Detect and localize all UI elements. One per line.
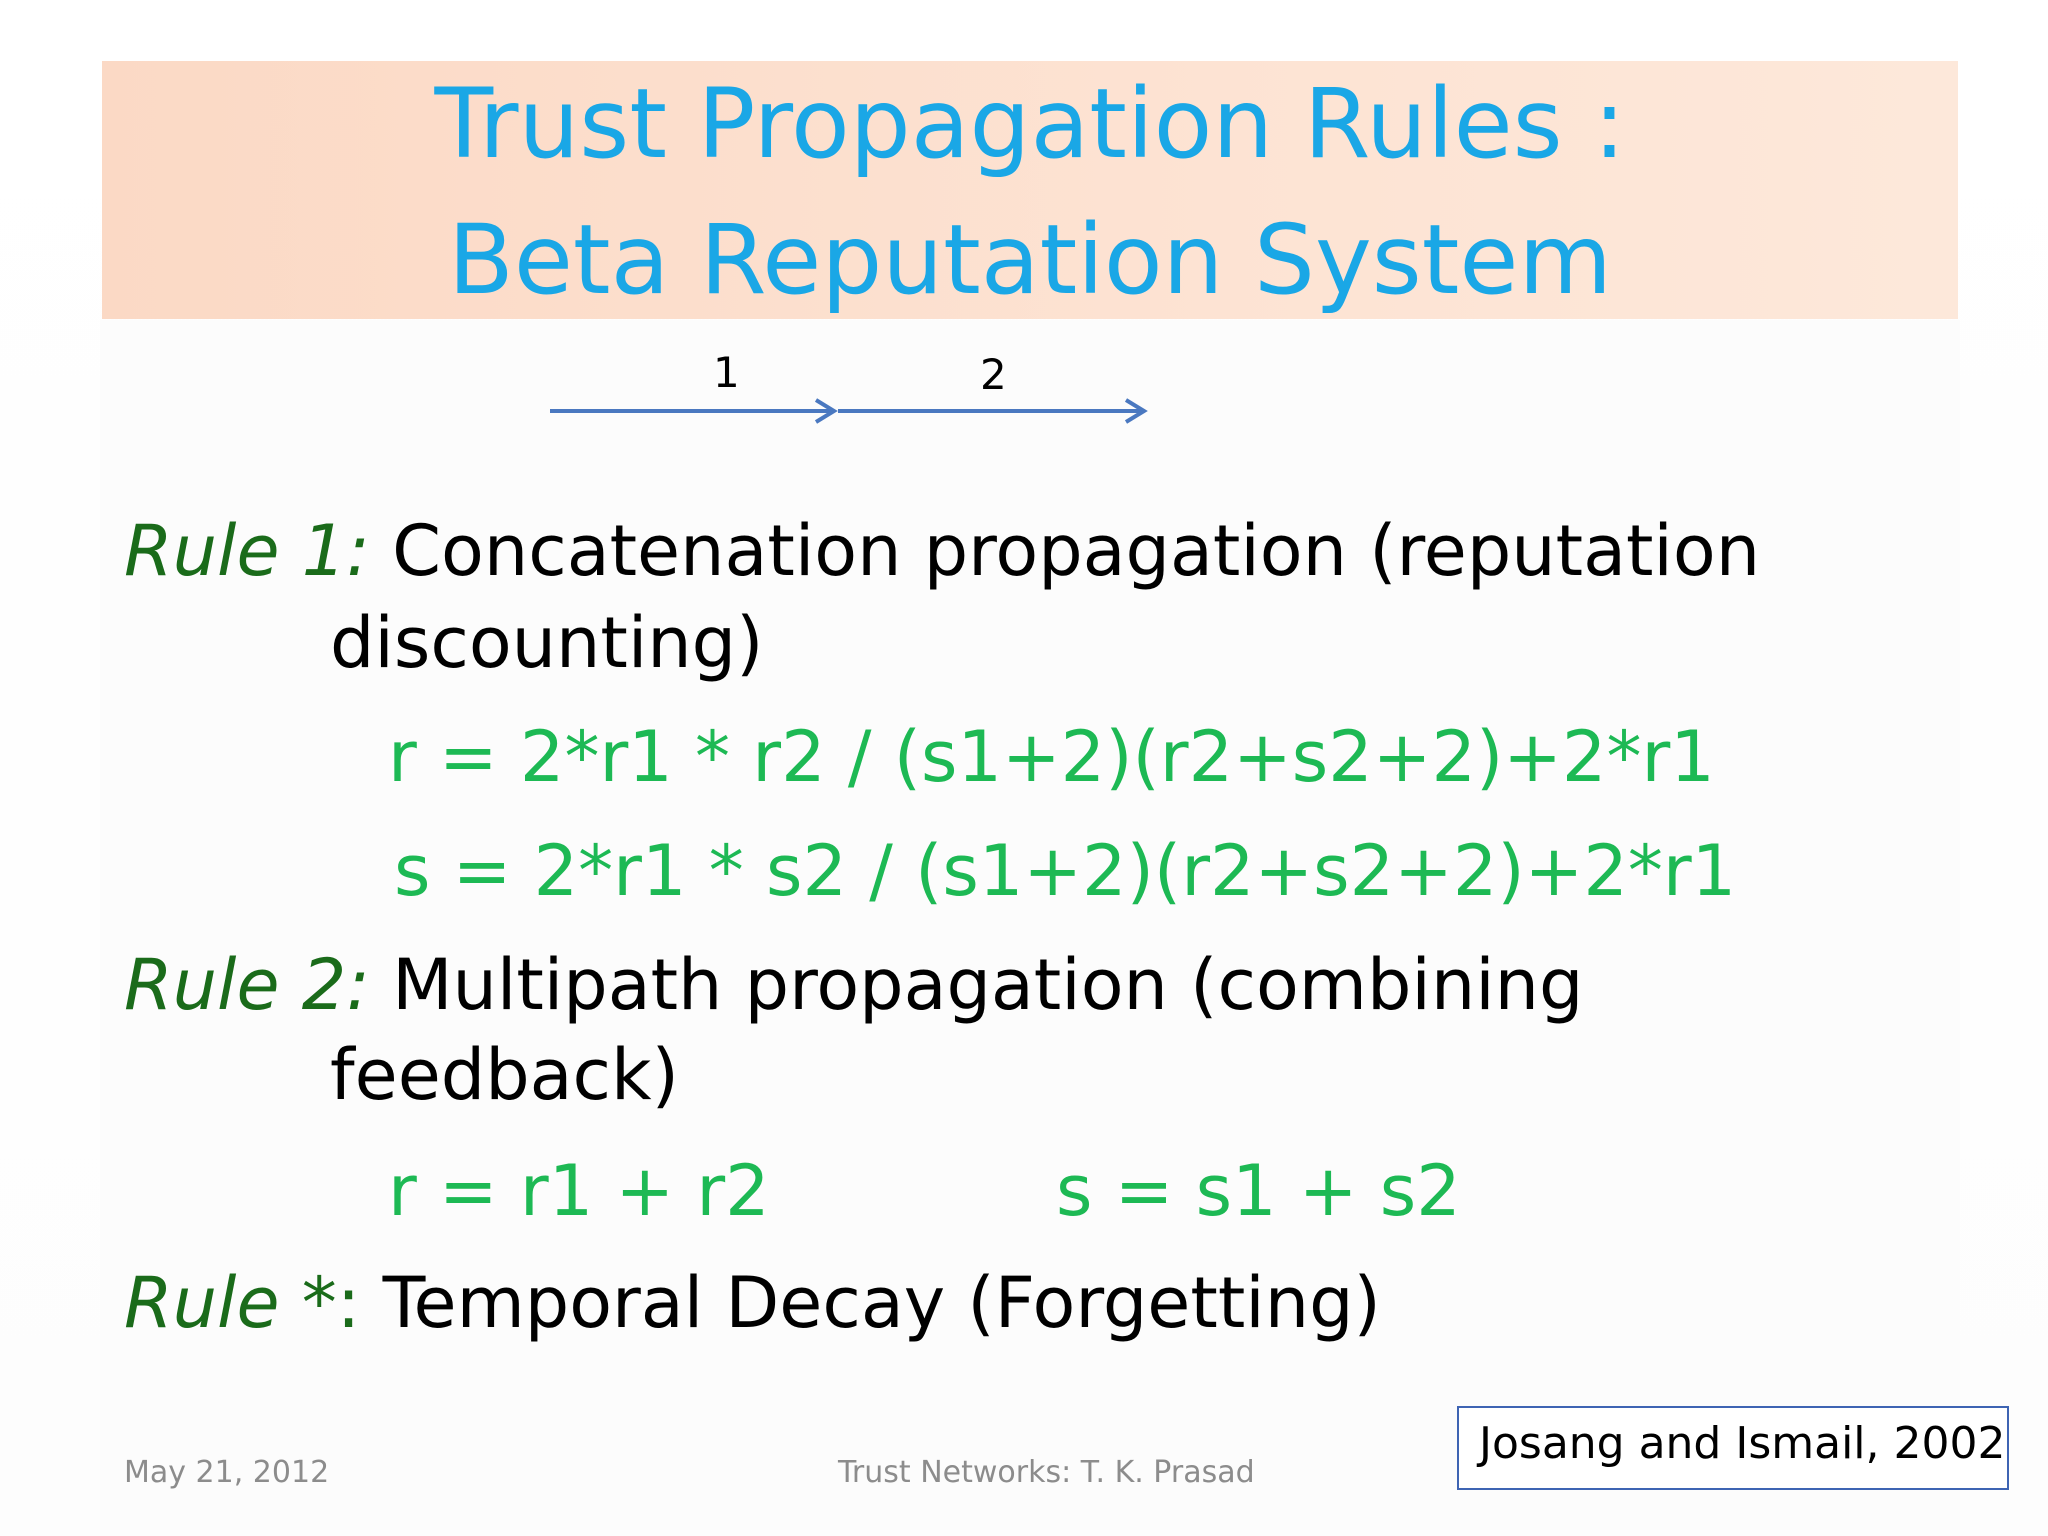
rule-1-heading: Rule 1: Concatenation propagation (reput… xyxy=(124,516,1760,586)
footer-date: May 21, 2012 xyxy=(124,1455,330,1490)
slide-title-line-1: Trust Propagation Rules : xyxy=(434,68,1626,180)
rule-2-continuation: feedback) xyxy=(330,1034,679,1116)
propagation-diagram: 1 2 xyxy=(540,340,1160,440)
citation-box: Josang and Ismail, 2002 xyxy=(1457,1406,2009,1490)
footer-presenter: Trust Networks: T. K. Prasad xyxy=(838,1455,1255,1490)
rule-1-continuation: discounting) xyxy=(330,602,764,684)
arrow-1-head xyxy=(814,398,838,424)
rule-1-formula-r: r = 2*r1 * r2 / (s1+2)(r2+s2+2)+2*r1 xyxy=(388,716,1715,798)
rule-1-formula-s: s = 2*r1 * s2 / (s1+2)(r2+s2+2)+2*r1 xyxy=(394,830,1737,912)
rule-2-formula-s: s = s1 + s2 xyxy=(1056,1150,1461,1232)
citation-text: Josang and Ismail, 2002 xyxy=(1479,1418,2006,1469)
rule-2-formula-r: r = r1 + r2 xyxy=(388,1150,770,1232)
arrow-chain xyxy=(550,398,1148,424)
slide-title-line-2: Beta Reputation System xyxy=(448,204,1612,316)
title-band xyxy=(102,61,1958,319)
rule-star-heading: Rule *: Temporal Decay (Forgetting) xyxy=(124,1268,1381,1338)
arrow-1-label: 1 xyxy=(713,348,740,397)
rule-1-name: Rule 1: xyxy=(124,510,370,592)
rule-1-text: Concatenation propagation (reputation xyxy=(392,510,1761,592)
rule-star-text: Temporal Decay (Forgetting) xyxy=(382,1262,1381,1344)
rule-2-heading: Rule 2: Multipath propagation (combining xyxy=(124,950,1583,1020)
rule-star-colon: : xyxy=(336,1262,361,1344)
rule-2-text: Multipath propagation (combining xyxy=(392,944,1584,1026)
arrow-2-label: 2 xyxy=(980,350,1007,399)
content-panel xyxy=(100,320,1960,1530)
rule-star-name: Rule * xyxy=(124,1262,337,1344)
arrow-2-head xyxy=(1124,398,1148,424)
rule-2-name: Rule 2: xyxy=(124,944,370,1026)
